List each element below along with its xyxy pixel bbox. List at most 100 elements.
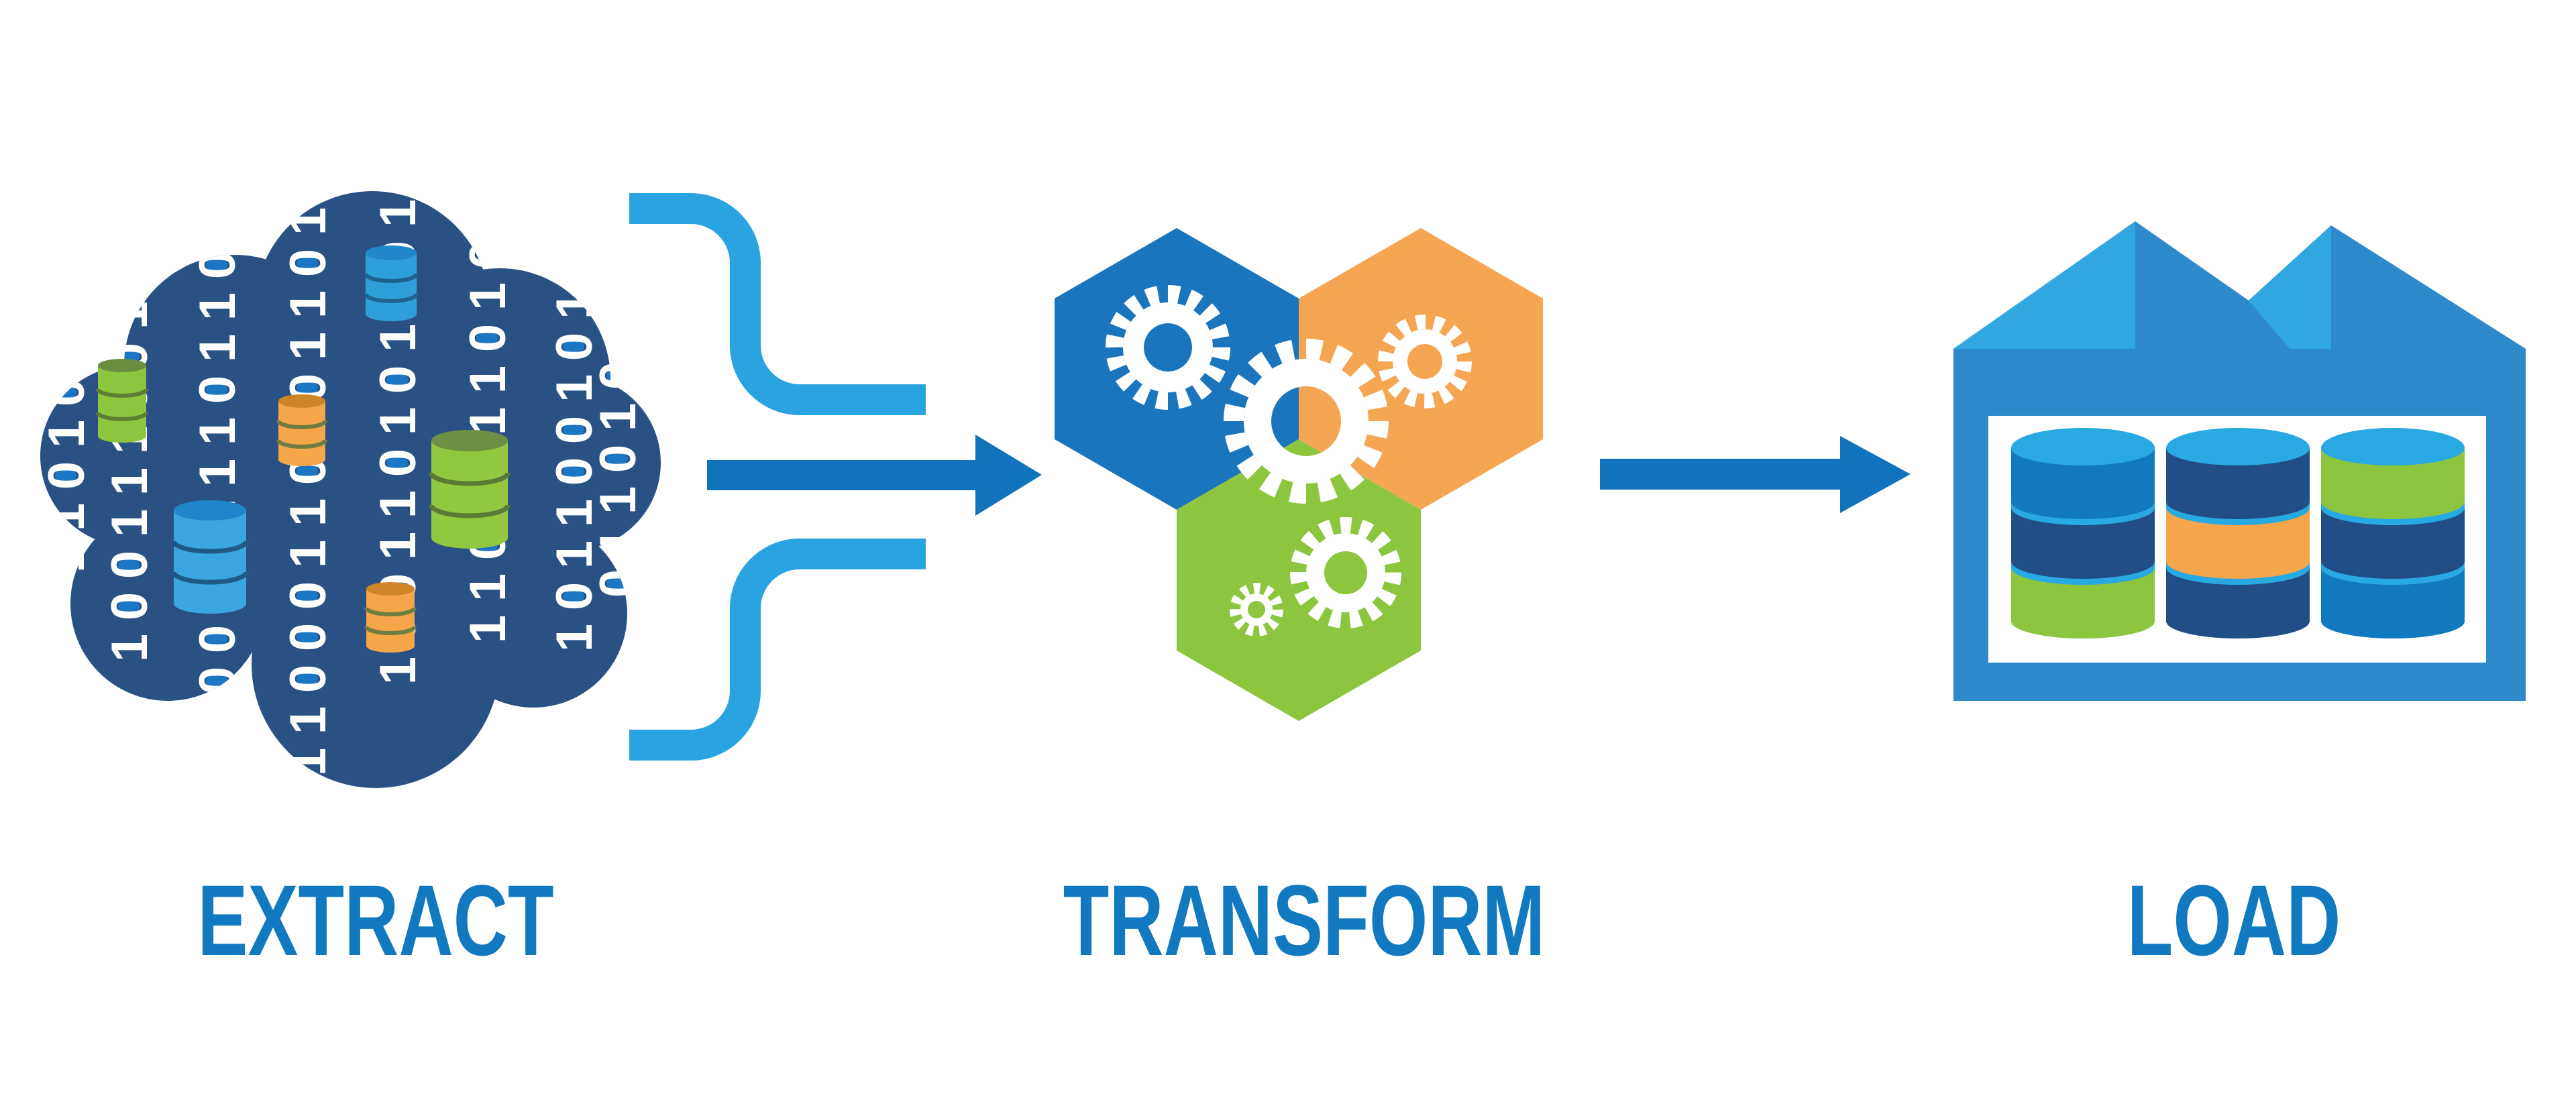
binary-digit: 1	[38, 420, 95, 448]
database-cylinder-icon-orange-small	[276, 394, 327, 466]
binary-digit: 0	[189, 625, 246, 653]
binary-digit: 1	[101, 467, 158, 496]
binary-digit: 1	[546, 374, 603, 402]
binary-digit: 1	[189, 334, 246, 362]
binary-digit: 1	[38, 503, 95, 531]
binary-zero-counter	[563, 423, 584, 437]
gear-icon-green-hex	[1290, 517, 1401, 628]
binary-zero-counter	[206, 258, 227, 272]
binary-digit: 1	[460, 573, 517, 602]
binary-digit: 0	[38, 461, 95, 490]
transform-hexagons-icon	[1055, 228, 1543, 721]
funnel-pipe-top	[629, 193, 926, 415]
binary-digit: 1	[460, 615, 517, 643]
gear-icon-small-green-hex	[1230, 583, 1283, 636]
binary-digit: 1	[370, 532, 427, 560]
binary-zero-counter	[55, 468, 76, 483]
binary-zero-counter	[206, 632, 227, 647]
binary-digit: 1	[189, 708, 246, 736]
gear-icon-central	[1224, 339, 1389, 504]
binary-digit: 1	[280, 748, 337, 776]
binary-digit: 1	[189, 750, 246, 778]
warehouse-roof-left-lit-face	[1953, 221, 2135, 349]
binary-digit: 0	[280, 665, 337, 693]
database-cylinder-icon-orange-bottom	[364, 582, 417, 653]
binary-digit: 1	[280, 332, 337, 360]
binary-zero-counter	[297, 463, 318, 478]
binary-digit: 1	[189, 292, 246, 321]
binary-zero-counter	[297, 671, 318, 686]
binary-digit: 1	[590, 528, 647, 556]
gear-icon-orange-hex	[1378, 315, 1472, 408]
binary-digit: 1	[370, 407, 427, 435]
flow-arrow-icon-extract-to-transform	[707, 435, 1042, 516]
binary-digit: 0	[189, 376, 246, 404]
binary-digit: 0	[460, 324, 517, 352]
binary-zero-counter	[118, 599, 140, 614]
database-cylinder-icon-green-large	[429, 430, 511, 549]
binary-digit: 0	[189, 251, 246, 279]
binary-digit: 1	[101, 301, 158, 329]
binary-digit: 1	[280, 706, 337, 734]
extract-cloud-icon: 0101110011100101101110100111011010110001…	[38, 191, 661, 788]
warehouse-roof-right-lit-face	[2249, 225, 2331, 349]
binary-digit: 1	[189, 459, 246, 487]
binary-digit: 1	[370, 324, 427, 352]
binary-digit: 1	[546, 499, 603, 527]
binary-digit: 1	[546, 291, 603, 319]
binary-zero-counter	[297, 380, 318, 395]
funnel-pipes-icon	[629, 193, 926, 761]
binary-digit: 1	[546, 541, 603, 569]
binary-digit: 0	[280, 581, 337, 610]
database-cylinder-icon-blue-small	[364, 245, 419, 321]
binary-digit: 0	[101, 551, 158, 579]
binary-digit: 1	[590, 486, 647, 514]
binary-digit: 1	[38, 545, 95, 573]
database-cylinder-icon-green-small	[96, 359, 148, 443]
binary-digit: 0	[590, 569, 647, 598]
binary-digit: 1	[370, 199, 427, 227]
binary-digit: 1	[370, 490, 427, 518]
binary-digit: 0	[370, 449, 427, 477]
binary-digit: 0	[189, 667, 246, 695]
binary-zero-counter	[386, 372, 408, 387]
binary-zero-counter	[297, 588, 318, 603]
binary-digit: 0	[546, 457, 603, 486]
binary-zero-counter	[386, 455, 408, 470]
binary-digit: 0	[546, 416, 603, 444]
flow-arrow-icon-transform-to-load	[1600, 436, 1911, 513]
binary-digit: 0	[370, 366, 427, 394]
binary-digit: 1	[280, 290, 337, 319]
binary-digit: 0	[38, 378, 95, 406]
binary-digit: 0	[460, 241, 517, 269]
binary-digit: 1	[101, 509, 158, 537]
binary-zero-counter	[297, 256, 318, 270]
extract-label: EXTRACT	[197, 864, 553, 976]
binary-digit: 1	[280, 498, 337, 526]
binary-digit: 1	[189, 417, 246, 445]
binary-digit: 0	[590, 445, 647, 473]
binary-digit: 1	[280, 540, 337, 568]
funnel-pipe-bottom	[629, 539, 926, 761]
binary-digit: 1	[590, 403, 647, 431]
binary-digit: 0	[546, 333, 603, 361]
binary-digit: 0	[546, 582, 603, 610]
database-stack-icon-left	[2011, 428, 2155, 638]
binary-digit: 0	[280, 249, 337, 277]
binary-zero-counter	[563, 589, 584, 604]
binary-zero-counter	[563, 339, 584, 354]
transform-label: TRANSFORM	[1063, 864, 1546, 976]
gear-icon-blue-hex	[1106, 285, 1230, 410]
binary-zero-counter	[476, 331, 498, 345]
load-warehouse-icon	[1953, 221, 2526, 701]
database-stack-icon-middle	[2166, 428, 2310, 638]
binary-zero-counter	[476, 247, 498, 262]
binary-zero-counter	[297, 630, 318, 645]
binary-digit: 0	[101, 592, 158, 620]
database-stack-icon-right	[2321, 428, 2465, 638]
binary-digit: 1	[460, 282, 517, 311]
load-label: LOAD	[2127, 864, 2341, 976]
binary-zero-counter	[606, 451, 628, 466]
binary-digit: 1	[280, 207, 337, 235]
